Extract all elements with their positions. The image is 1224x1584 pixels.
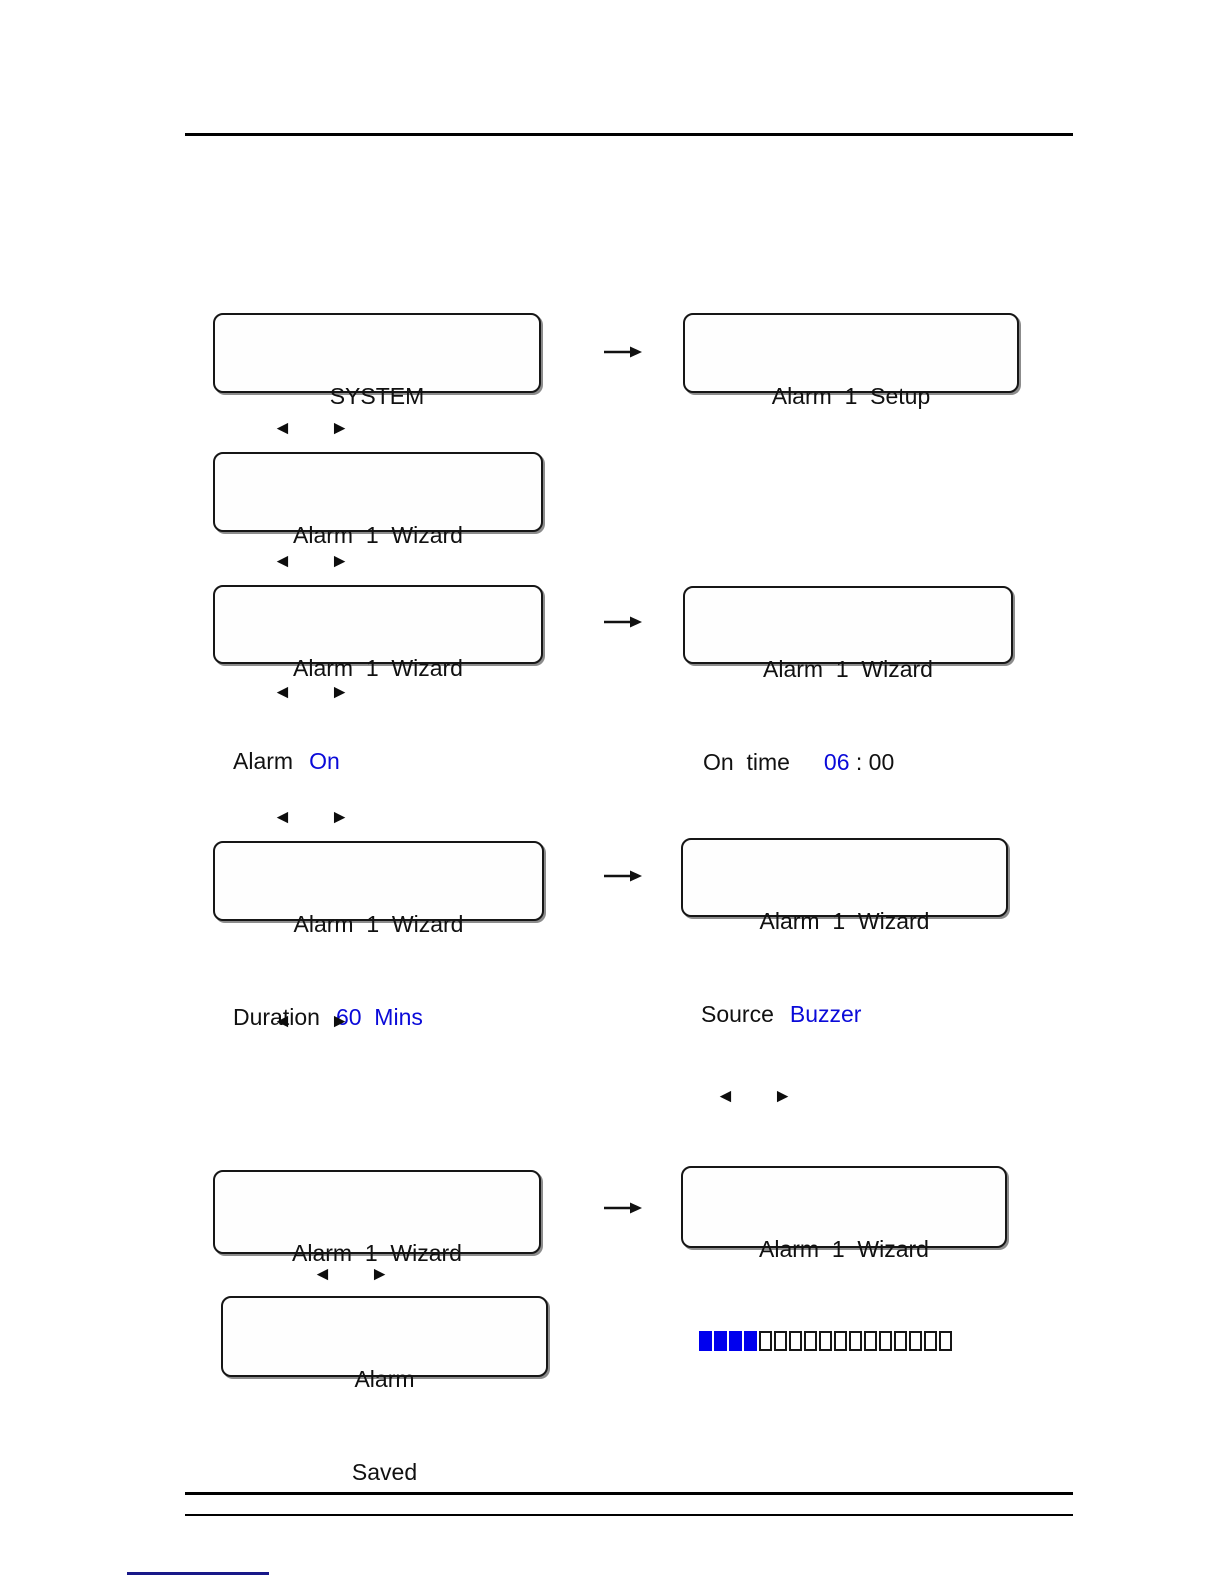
right-button-icon: ► — [330, 682, 349, 703]
progress-cell-empty — [774, 1331, 787, 1351]
right-button-icon: ► — [330, 551, 349, 572]
progress-cell-filled — [699, 1331, 712, 1351]
screen-title: SYSTEM — [329, 383, 425, 409]
screen-title: Alarm 1 Wizard — [293, 522, 463, 548]
progress-cell-filled — [744, 1331, 757, 1351]
screen-title: Alarm 1 Wizard — [763, 656, 933, 682]
lcd-screen-system-menu: SYSTEM < Alarm > — [213, 313, 541, 506]
screen-title: Alarm 1 Wizard — [759, 908, 930, 934]
setting-value: Buzzer — [789, 1001, 862, 1027]
left-button-icon: ◄ — [273, 807, 292, 828]
progress-cell-empty — [759, 1331, 772, 1351]
flow-arrow-icon — [604, 344, 642, 360]
lcd-screen-saving-progress: Alarm 1 Wizard — [681, 1166, 1007, 1351]
progress-cell-empty — [849, 1331, 862, 1351]
left-button-icon: ◄ — [273, 1011, 292, 1032]
screen-title: Alarm 1 Wizard — [759, 1236, 929, 1262]
progress-cell-empty — [909, 1331, 922, 1351]
setting-label: Alarm — [233, 748, 294, 774]
right-button-icon: ► — [773, 1086, 792, 1107]
lcd-screen-duration: Alarm 1 Wizard Duration 60 Mins — [213, 841, 544, 1030]
left-button-icon: ◄ — [273, 682, 292, 703]
screen-title: Alarm 1 Wizard — [293, 911, 464, 937]
tune-buttons: ◄ ► — [273, 680, 349, 706]
lcd-screen-repeat-daily: Alarm 1 Wizard Daily — [213, 1170, 541, 1359]
status-line-1: Alarm — [354, 1366, 415, 1392]
screen-title: Alarm 1 Wizard — [293, 655, 463, 681]
progress-cell-empty — [879, 1331, 892, 1351]
progress-cell-empty — [834, 1331, 847, 1351]
left-button-icon: ◄ — [716, 1086, 735, 1107]
setting-value: 60 Mins — [335, 1004, 423, 1030]
tune-buttons: ◄ ► — [273, 549, 349, 575]
screen-title: Alarm 1 Setup — [771, 383, 931, 409]
right-button-icon: ► — [370, 1264, 389, 1285]
lcd-screen-alarm-off: Alarm 1 Wizard Alarm Off — [213, 452, 543, 641]
flow-arrow-icon — [604, 614, 642, 630]
setting-label: Duration — [233, 1004, 320, 1030]
progress-cell-empty — [819, 1331, 832, 1351]
right-button-icon: ► — [330, 1011, 349, 1032]
flow-arrow-icon — [604, 1200, 642, 1216]
setting-value-hours: 06 — [823, 749, 850, 775]
right-button-icon: ► — [330, 807, 349, 828]
status-line-2: Saved — [351, 1459, 418, 1485]
lcd-screen-alarm-saved: Alarm Saved — [221, 1296, 548, 1485]
progress-cell-filled — [729, 1331, 742, 1351]
progress-cell-empty — [894, 1331, 907, 1351]
progress-bar — [683, 1331, 1005, 1351]
tune-buttons: ◄ ► — [273, 416, 349, 442]
footer-rule-bottom — [185, 1514, 1073, 1516]
footer-rule-top — [185, 1492, 1073, 1495]
lcd-screen-on-time: Alarm 1 Wizard On time 06 : 00 — [683, 586, 1013, 775]
progress-cell-empty — [789, 1331, 802, 1351]
progress-cell-empty — [864, 1331, 877, 1351]
setting-value: On — [309, 748, 340, 774]
left-button-icon: ◄ — [273, 418, 292, 439]
progress-cell-filled — [714, 1331, 727, 1351]
lcd-screen-alarm-1-setup: Alarm 1 Setup — [683, 313, 1019, 409]
setting-value-minutes: : 00 — [849, 749, 895, 775]
left-button-icon: ◄ — [313, 1264, 332, 1285]
tune-buttons: ◄ ► — [273, 1009, 349, 1035]
screen-title: Alarm 1 Wizard — [292, 1240, 462, 1266]
progress-cell-empty — [939, 1331, 952, 1351]
tune-buttons: ◄ ► — [273, 805, 349, 831]
progress-cell-empty — [804, 1331, 817, 1351]
flow-arrow-icon — [604, 868, 642, 884]
header-rule — [185, 133, 1073, 136]
footer-link[interactable] — [127, 1572, 269, 1575]
lcd-screen-source: Alarm 1 Wizard Source Buzzer — [681, 838, 1008, 1027]
setting-label: On time — [703, 749, 790, 775]
setting-label: Source — [701, 1001, 774, 1027]
progress-cell-empty — [924, 1331, 937, 1351]
lcd-screen-alarm-on: Alarm 1 Wizard Alarm On — [213, 585, 543, 774]
left-button-icon: ◄ — [273, 551, 292, 572]
tune-buttons: ◄ ► — [716, 1084, 792, 1110]
tune-buttons: ◄ ► — [313, 1262, 389, 1288]
right-button-icon: ► — [330, 418, 349, 439]
